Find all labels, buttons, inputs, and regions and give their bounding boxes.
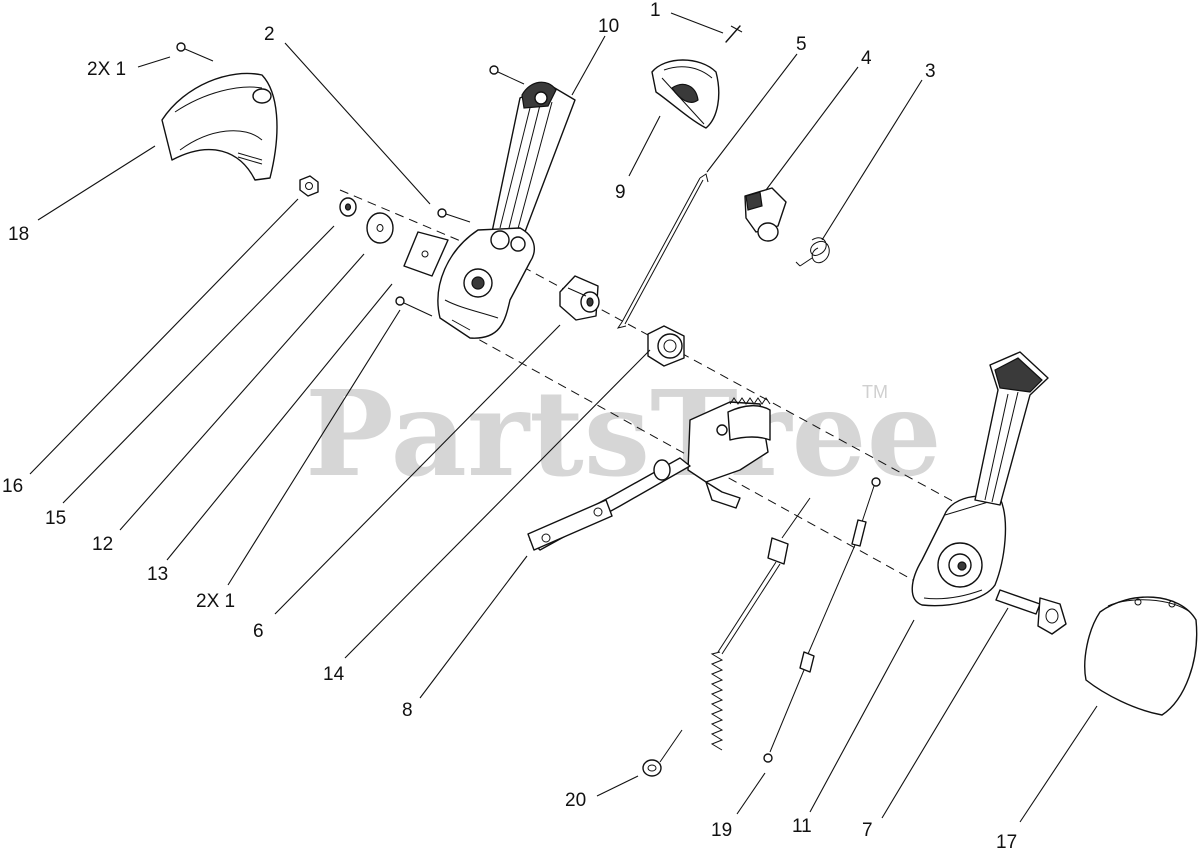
part-9-handle-grip [651,59,720,129]
part-14-bushing [647,325,685,367]
assembly-axis-hardware [339,189,471,246]
callout-labels: 1 2 3 4 5 6 7 8 9 10 11 12 13 14 15 16 1… [2,0,1017,853]
screw-lever-top [489,65,525,85]
callout-9: 9 [615,182,626,203]
callout-20: 20 [565,790,586,811]
part-8-shaft-bracket [527,397,771,551]
right-lever-arm [974,351,1049,506]
callout-2x1-top: 2X 1 [87,59,126,80]
part-4-latch [744,187,787,242]
part-20-spring-cable [642,497,811,777]
part-3-spring [795,237,830,267]
watermark-trademark: TM [862,382,888,402]
part-2-screw [437,208,471,223]
callout-4: 4 [861,48,872,69]
callout-2: 2 [264,24,275,45]
part-19-cable [763,477,881,763]
callout-3: 3 [925,61,936,82]
callout-8: 8 [402,700,413,721]
callout-7: 7 [862,820,873,841]
callout-2x1-bottom: 2X 1 [196,591,235,612]
callout-5: 5 [796,34,807,55]
callout-12: 12 [92,534,113,555]
callout-15: 15 [45,508,66,529]
callout-6: 6 [253,621,264,642]
part-15-washer [339,197,357,217]
screw-top-left [176,42,214,62]
callout-14: 14 [323,664,345,685]
callout-17: 17 [996,832,1017,853]
part-11-right-housing [911,495,1007,607]
callout-10: 10 [598,16,619,37]
part-6-cam [559,275,600,321]
part-18-left-cover [161,72,278,181]
part-7-bolt [995,589,1067,635]
left-housing-bracket [437,227,536,339]
watermark: PartsTree TM [305,364,942,503]
callout-16: 16 [2,476,23,497]
callout-19: 19 [711,820,732,841]
watermark-text: PartsTree [305,364,942,503]
callout-11: 11 [792,816,812,837]
part-13-plate [403,231,449,277]
screw-lower-left [395,296,433,317]
callout-18: 18 [8,224,29,245]
assembly-axis-upper [469,237,961,506]
part-1-pin [725,25,743,43]
callout-1: 1 [650,0,661,21]
part-17-right-cover [1084,596,1198,716]
part-5-rod [616,173,709,329]
part-12-washer [366,212,394,244]
part-16-nut [299,175,319,197]
leader-lines [29,12,1098,823]
callout-13: 13 [147,564,168,585]
part-10-lever-arm [491,81,576,246]
